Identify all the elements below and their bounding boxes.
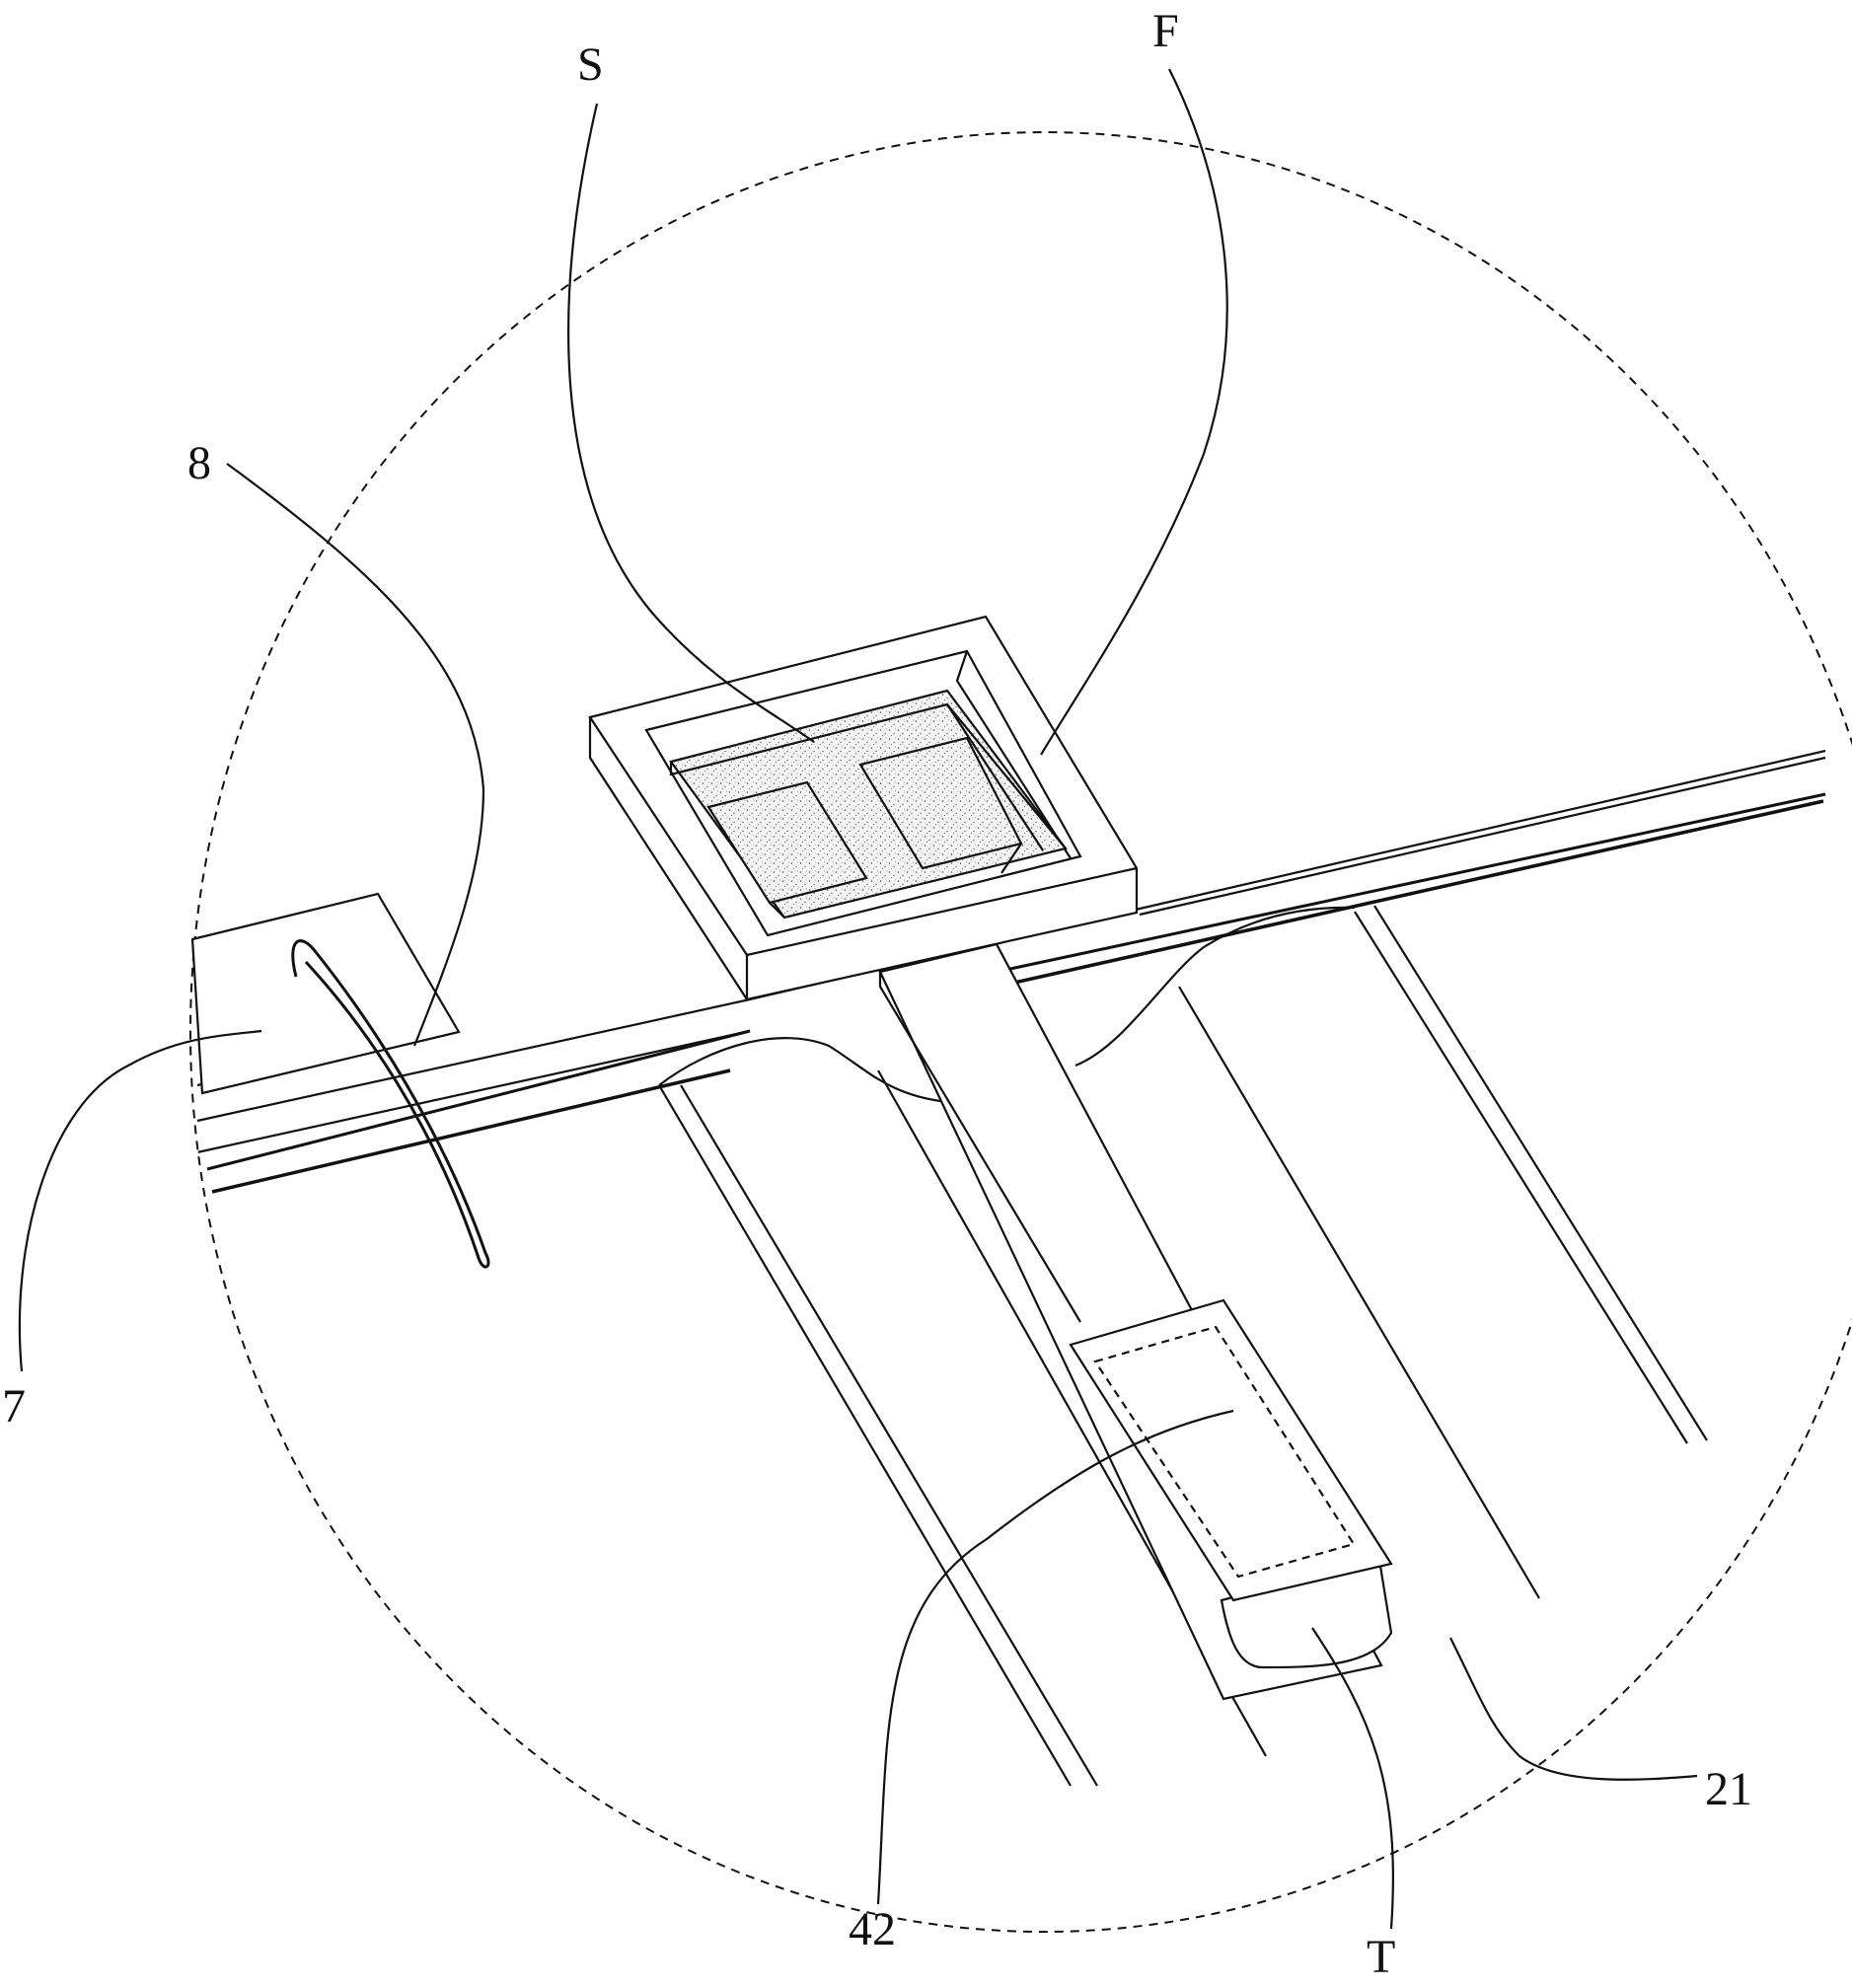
lead-wire bbox=[291, 939, 490, 1269]
cell-left-edge-a bbox=[658, 1084, 1072, 1787]
label-F: F bbox=[1152, 5, 1179, 57]
detail-boundary-circle bbox=[189, 131, 1852, 1933]
sensor-block bbox=[669, 689, 1068, 920]
bus-bar-lower-edge bbox=[206, 792, 1826, 1171]
label-S: S bbox=[577, 38, 604, 91]
leader-8 bbox=[226, 463, 485, 1047]
terminal-pad-hidden-edge bbox=[1093, 1325, 1356, 1579]
terminal-end-cap bbox=[1220, 1558, 1393, 1669]
label-21: 21 bbox=[1705, 1763, 1752, 1815]
cell-right-edge-b bbox=[1354, 911, 1688, 1444]
leader-F bbox=[1040, 68, 1228, 756]
leader-21 bbox=[1449, 1637, 1698, 1781]
left-tab bbox=[190, 892, 461, 1095]
cell-right-edge-c bbox=[1373, 905, 1708, 1441]
cell-wave-left bbox=[658, 1037, 973, 1104]
leader-S bbox=[567, 103, 815, 743]
label-8: 8 bbox=[187, 437, 211, 489]
cell-left-edge-b bbox=[680, 1084, 1098, 1787]
label-42: 42 bbox=[849, 1903, 896, 1955]
leader-7 bbox=[18, 1029, 262, 1372]
bus-bar-front-face bbox=[211, 799, 1824, 1194]
leader-42 bbox=[876, 1409, 1234, 1905]
terminal-strip bbox=[878, 942, 1393, 1701]
leader-T bbox=[1311, 1627, 1394, 1930]
label-T: T bbox=[1367, 1931, 1396, 1983]
bus-bar-top-edge-inner bbox=[1139, 756, 1826, 917]
cell-wave-right bbox=[1074, 906, 1356, 1068]
cell-right-edge-a bbox=[1178, 986, 1540, 1599]
label-7: 7 bbox=[2, 1380, 26, 1433]
